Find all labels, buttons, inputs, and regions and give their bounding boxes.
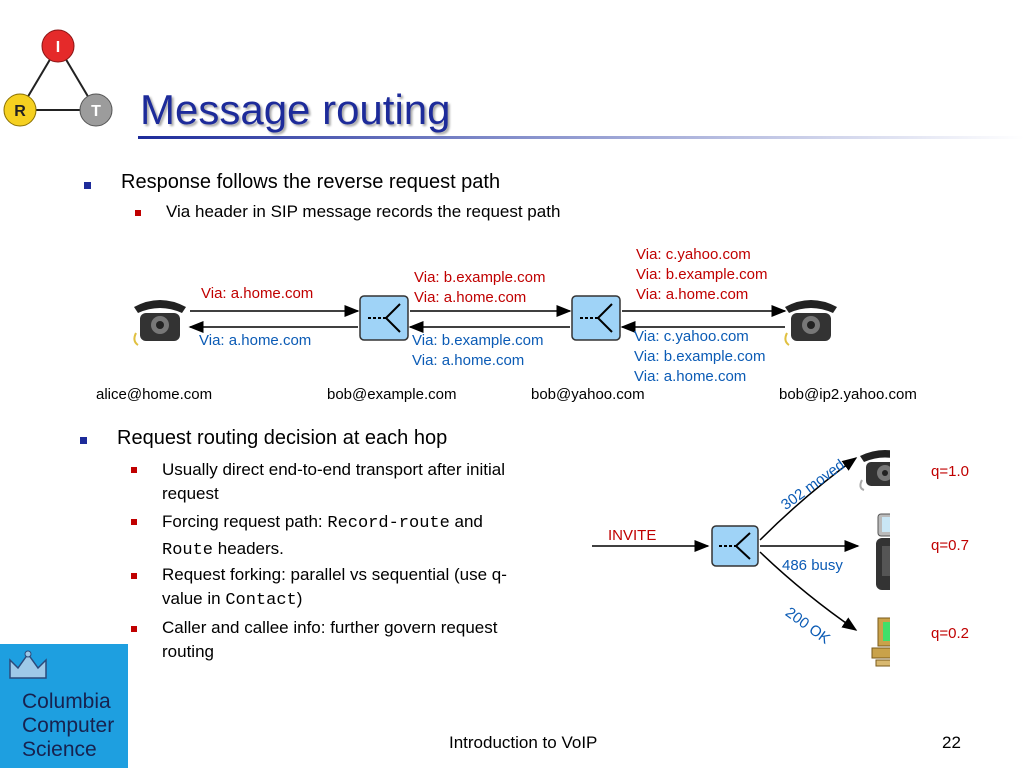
record-route-code: Record-route [327, 514, 450, 533]
phone-icon-bob-ip2 [784, 300, 837, 346]
sub-bullet-marker [131, 519, 137, 525]
branch-label-486: 486 busy [782, 557, 843, 574]
footer-title: Introduction to VoIP [449, 733, 598, 752]
q-value-3: q=0.2 [931, 625, 969, 642]
request-via-hop1: Via: a.home.com [201, 285, 314, 302]
logo-letter-t: T [91, 103, 101, 120]
sub-bullet-caller-callee: Caller and callee info: further govern r… [162, 618, 498, 661]
node-bob-yahoo: bob@yahoo.com [531, 386, 645, 403]
bullet-response-path: Response follows the reverse request pat… [121, 171, 501, 193]
phone-icon-alice [133, 300, 186, 346]
via-routing-diagram [133, 295, 837, 346]
proxy-icon-yahoo [571, 295, 621, 341]
proxy-icon-example [359, 295, 409, 341]
response-via-hop3: Via: c.yahoo.com Via: b.example.com Via:… [634, 328, 766, 385]
logo-letter-i: I [56, 39, 60, 56]
node-bob-example: bob@example.com [327, 386, 457, 403]
invite-label: INVITE [608, 527, 657, 544]
sub-bullet-forking: Request forking: parallel vs sequential … [162, 565, 507, 610]
request-via-hop3: Via: c.yahoo.com Via: b.example.com Via:… [636, 246, 768, 303]
sub-bullet-via-header: Via header in SIP message records the re… [166, 202, 561, 221]
sub-bullet-marker [135, 210, 141, 216]
sub-bullet-forcing-path: Forcing request path: Record-route and R… [162, 512, 483, 560]
crown-icon [9, 650, 47, 679]
q-value-2: q=0.7 [931, 537, 969, 554]
node-alice: alice@home.com [96, 386, 213, 403]
q-value-1: q=1.0 [931, 463, 969, 480]
title-rule [138, 136, 1024, 139]
sub-bullet-marker [131, 626, 137, 632]
sub-bullet-marker [131, 573, 137, 579]
school-name: Columbia Computer Science [22, 690, 115, 761]
response-via-hop1: Via: a.home.com [199, 332, 312, 349]
slide-title: Message routing [140, 86, 451, 133]
bullet-routing-decision: Request routing decision at each hop [117, 427, 448, 449]
forking-diagram [592, 450, 890, 667]
proxy-icon-fork [711, 525, 759, 567]
response-via-hop2: Via: b.example.com Via: a.home.com [412, 332, 544, 369]
branch-arrow-1 [759, 457, 858, 541]
bullet-marker [80, 437, 87, 444]
phone-icon-q1 [859, 450, 890, 491]
irt-logo: I R T [3, 29, 113, 127]
branch-arrow-3 [759, 551, 858, 631]
sub-bullet-direct-transport: Usually direct end-to-end transport afte… [162, 460, 505, 503]
logo-letter-r: R [14, 103, 26, 120]
computer-icon-q3 [871, 617, 890, 667]
page-number: 22 [942, 733, 961, 752]
route-code: Route [162, 541, 214, 560]
cellphone-icon-q2 [876, 513, 890, 590]
node-bob-ip2: bob@ip2.yahoo.com [779, 386, 917, 403]
sub-bullet-marker [131, 467, 137, 473]
bullet-marker [84, 182, 91, 189]
request-via-hop2: Via: b.example.com Via: a.home.com [414, 269, 546, 306]
contact-code: Contact [225, 591, 297, 610]
